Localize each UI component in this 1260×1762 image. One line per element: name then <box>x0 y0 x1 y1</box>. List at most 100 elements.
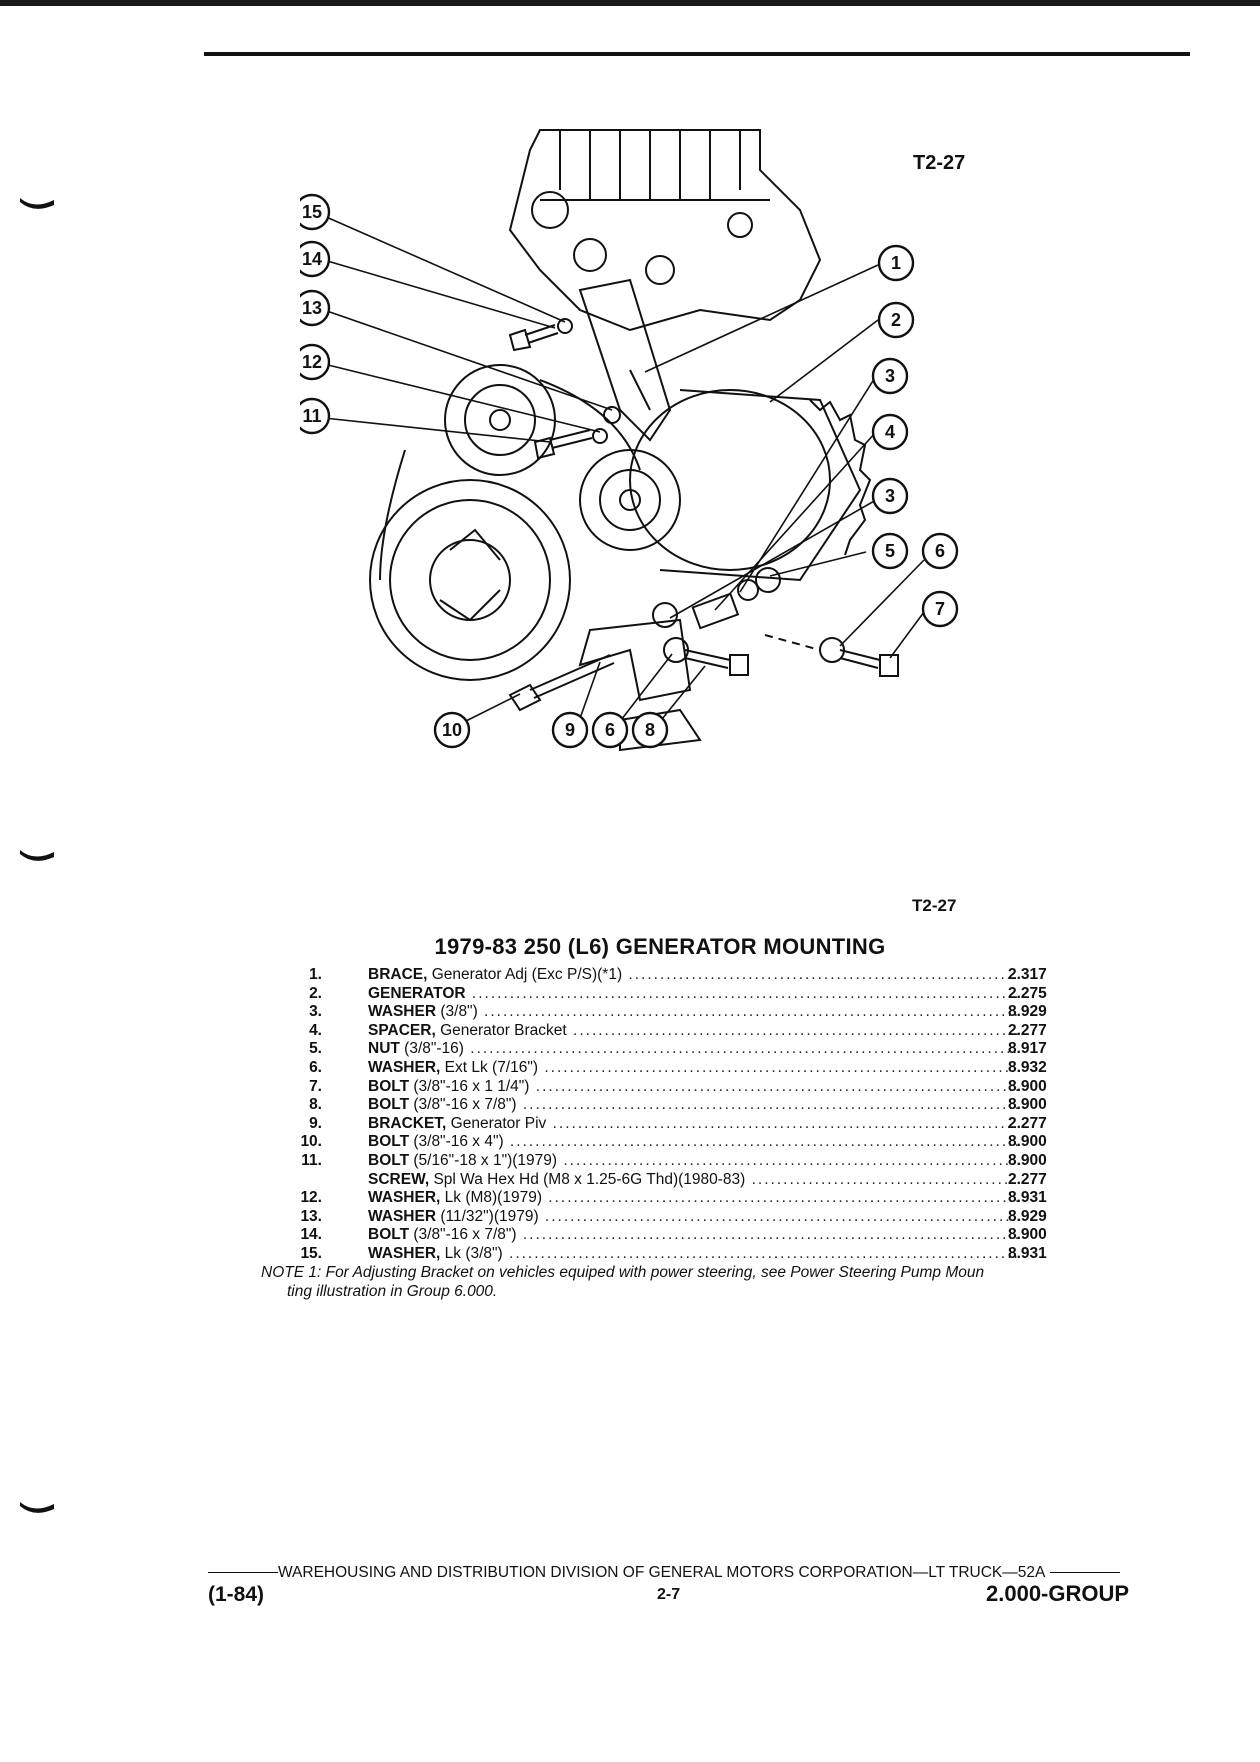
part-description: NUT (3/8"-16) ..........................… <box>368 1040 1020 1059</box>
leader-dots: ........................................… <box>470 1040 1020 1058</box>
part-group-number: 8.929 <box>1008 1207 1047 1225</box>
part-detail: Generator Bracket <box>435 1021 567 1039</box>
footer-group: 2.000-GROUP <box>986 1581 1130 1606</box>
part-number: 2. <box>309 984 322 1002</box>
callout-9: 9 <box>565 720 575 740</box>
part-description: WASHER, Lk (3/8") ......................… <box>368 1245 1020 1264</box>
part-detail: Lk (3/8") <box>440 1244 503 1262</box>
part-detail: Generator Adj (Exc P/S)(*1) <box>427 966 623 983</box>
part-name: BRACKET, <box>368 1114 447 1132</box>
part-description: BOLT (5/16"-18 x 1")(1979) .............… <box>368 1152 1020 1171</box>
part-row: 15. WASHER, Lk (3/8") ...................… <box>260 1245 1080 1264</box>
pivot-bolt <box>529 654 615 699</box>
part-description: GENERATOR ..............................… <box>368 985 1020 1004</box>
part-row: 7.BOLT (3/8"-16 x 1 1/4") ..............… <box>260 1078 1080 1097</box>
callout-4: 4 <box>885 422 895 442</box>
part-detail: Ext Lk (7/16") <box>440 1058 539 1076</box>
callout-2: 2 <box>891 310 901 330</box>
leader-dots: ........................................… <box>471 984 1020 1002</box>
part-name: BOLT <box>368 1077 410 1095</box>
leader-dots: ........................................… <box>544 1058 1020 1076</box>
part-group-number: 8.932 <box>1008 1058 1047 1076</box>
part-name: WASHER, <box>368 1244 441 1262</box>
part-group-number: 8.931 <box>1008 1189 1047 1207</box>
title-years: 1979-83 <box>434 934 518 959</box>
part-row: 11. BOLT (5/16"-18 x 1")(1979) ..........… <box>260 1152 1080 1171</box>
part-number: 6. <box>309 1058 322 1076</box>
leader-dots: ........................................… <box>509 1244 1020 1262</box>
callout-5: 5 <box>885 541 895 561</box>
leader-dots: ........................................… <box>563 1151 1020 1169</box>
part-group-number: 2.277 <box>1008 1170 1047 1188</box>
part-row: 2. GENERATOR ............................… <box>260 985 1080 1004</box>
part-description: SCREW, Spl Wa Hex Hd (M8 x 1.25-6G Thd)(… <box>368 1171 1020 1190</box>
part-number: 1. <box>309 966 322 983</box>
part-group-number: 8.900 <box>1008 1096 1047 1114</box>
binder-hole-mark-bottom <box>20 1502 54 1513</box>
part-row: 5.NUT (3/8"-16) ........................… <box>260 1040 1080 1059</box>
callout-11: 11 <box>302 406 321 426</box>
part-group-number: 8.900 <box>1008 1151 1047 1169</box>
part-row: 8.BOLT (3/8"-16 x 7/8") ................… <box>260 1096 1080 1115</box>
part-group-number: 8.931 <box>1008 1244 1047 1262</box>
part-group-number: 2.275 <box>1008 984 1047 1002</box>
part-row: 3.WASHER (3/8") ........................… <box>260 1003 1080 1022</box>
part-description: BOLT (3/8"-16 x 7/8") ..................… <box>368 1226 1020 1245</box>
part-row: 10.BOLT (3/8"-16 x 4") .................… <box>260 1133 1080 1152</box>
part-group-number: 8.917 <box>1008 1040 1047 1058</box>
footnote-line-1: NOTE 1: For Adjusting Bracket on vehicle… <box>261 1264 985 1281</box>
part-row: 6.WASHER, Ext Lk (7/16") ...............… <box>260 1059 1080 1078</box>
part-number: 15. <box>300 1244 322 1262</box>
header-rule <box>204 52 1190 56</box>
part-row: SCREW, Spl Wa Hex Hd (M8 x 1.25-6G Thd)(… <box>260 1171 1080 1190</box>
leader-dots: ........................................… <box>522 1226 1020 1244</box>
part-number: 9. <box>309 1114 322 1132</box>
footer-date: (1-84) <box>208 1583 265 1606</box>
part-group-number: 2.277 <box>1008 1021 1047 1039</box>
part-detail: (11/32")(1979) <box>436 1207 539 1225</box>
fan-pulley <box>444 364 556 476</box>
leader-dots: ........................................… <box>552 1114 1020 1132</box>
part-group-number: 8.929 <box>1008 1003 1047 1021</box>
part-name: SPACER, <box>368 1021 436 1039</box>
part-row: 12.WASHER, Lk (M8)(1979) ...............… <box>260 1189 1080 1208</box>
leader-dots: ........................................… <box>484 1003 1020 1021</box>
callout-6b: 6 <box>605 720 615 740</box>
figure-reference-bottom: T2-27 <box>912 896 957 915</box>
crankshaft-pulley <box>369 479 571 681</box>
part-name: WASHER <box>368 1003 437 1021</box>
callout-10: 10 <box>442 720 462 740</box>
callout-7: 7 <box>935 599 945 619</box>
callout-3a: 3 <box>885 366 895 386</box>
callout-13: 13 <box>302 298 322 318</box>
part-detail: Lk (M8)(1979) <box>440 1189 542 1207</box>
part-detail: (3/8") <box>436 1003 478 1021</box>
callout-8: 8 <box>645 720 655 740</box>
part-detail: (3/8"-16) <box>399 1040 464 1058</box>
callout-6a: 6 <box>935 541 945 561</box>
part-number: 4. <box>309 1021 322 1039</box>
callout-14: 14 <box>302 249 322 269</box>
leader-dots: ........................................… <box>751 1170 1020 1188</box>
leader-dots: ........................................… <box>628 966 1020 983</box>
figure-reference-top: T2-27 <box>913 152 966 174</box>
part-description: SPACER, Generator Bracket ..............… <box>368 1022 1020 1041</box>
section-title: 1979-83 250 (L6) GENERATOR MOUNTING <box>0 934 1260 960</box>
pivot-bracket <box>578 618 692 702</box>
parts-list: 1.BRACE, Generator Adj (Exc P/S)(*1) ...… <box>260 966 1080 1264</box>
engine-block-outline <box>508 129 822 332</box>
leader-dots: ........................................… <box>548 1189 1020 1207</box>
leader-dots: ........................................… <box>573 1021 1020 1039</box>
part-description: WASHER (11/32")(1979) ..................… <box>368 1208 1020 1227</box>
part-number: 8. <box>309 1096 322 1114</box>
part-name: BOLT <box>368 1133 410 1151</box>
part-detail: (3/8"-16 x 7/8") <box>409 1226 517 1244</box>
leader-dots: ........................................… <box>509 1133 1020 1151</box>
generator-body <box>629 389 831 571</box>
part-number: 11. <box>301 1151 322 1169</box>
part-detail: (5/16"-18 x 1")(1979) <box>409 1151 558 1169</box>
part-name: BOLT <box>368 1226 410 1244</box>
part-description: WASHER (3/8") ..........................… <box>368 1003 1020 1022</box>
generator-pulley <box>579 449 681 551</box>
generator-mounting-illustration: 1 2 3 4 3 5 6 7 15 14 13 12 11 10 9 6 8 <box>300 129 959 752</box>
